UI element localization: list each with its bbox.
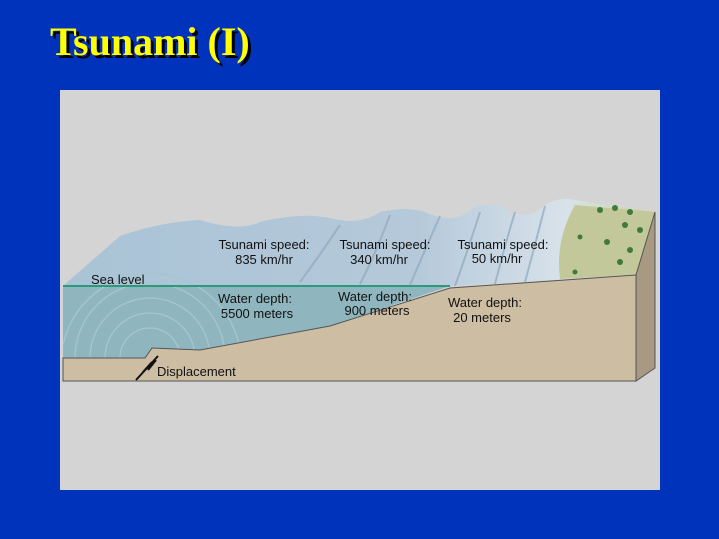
wave-crests [299,205,546,287]
zone1-speed-label: Tsunami speed: [218,237,309,252]
fault-arrows-icon [135,355,159,381]
block-side [635,211,656,382]
tsunami-diagram: Sea level Displacement Tsunami speed: 83… [62,198,656,382]
displacement-ripples [62,273,241,359]
zone2-depth: 900 meters [344,303,410,318]
zone3-depth-label: Water depth: [448,295,522,310]
zone3-speed-label: Tsunami speed: [457,237,548,252]
zone1-speed: 835 km/hr [235,252,293,267]
diagram-panel: Sea level Displacement Tsunami speed: 83… [60,90,660,490]
slide-title: Tsunami (I) [50,19,250,64]
sea-floor [62,274,637,382]
zone2-depth-label: Water depth: [338,289,412,304]
ocean-surface [63,198,655,286]
displacement-label: Displacement [157,364,236,379]
palm-trees [572,205,643,275]
zone1-depth: 5500 meters [221,306,294,321]
zone3-speed: 50 km/hr [472,251,523,266]
zone1-depth-label: Water depth: [218,291,292,306]
zone3-depth: 20 meters [453,310,511,325]
water-cross-section [63,286,450,358]
zone2-speed: 340 km/hr [350,252,408,267]
sea-level-label: Sea level [91,272,145,287]
zone2-speed-label: Tsunami speed: [339,237,430,252]
